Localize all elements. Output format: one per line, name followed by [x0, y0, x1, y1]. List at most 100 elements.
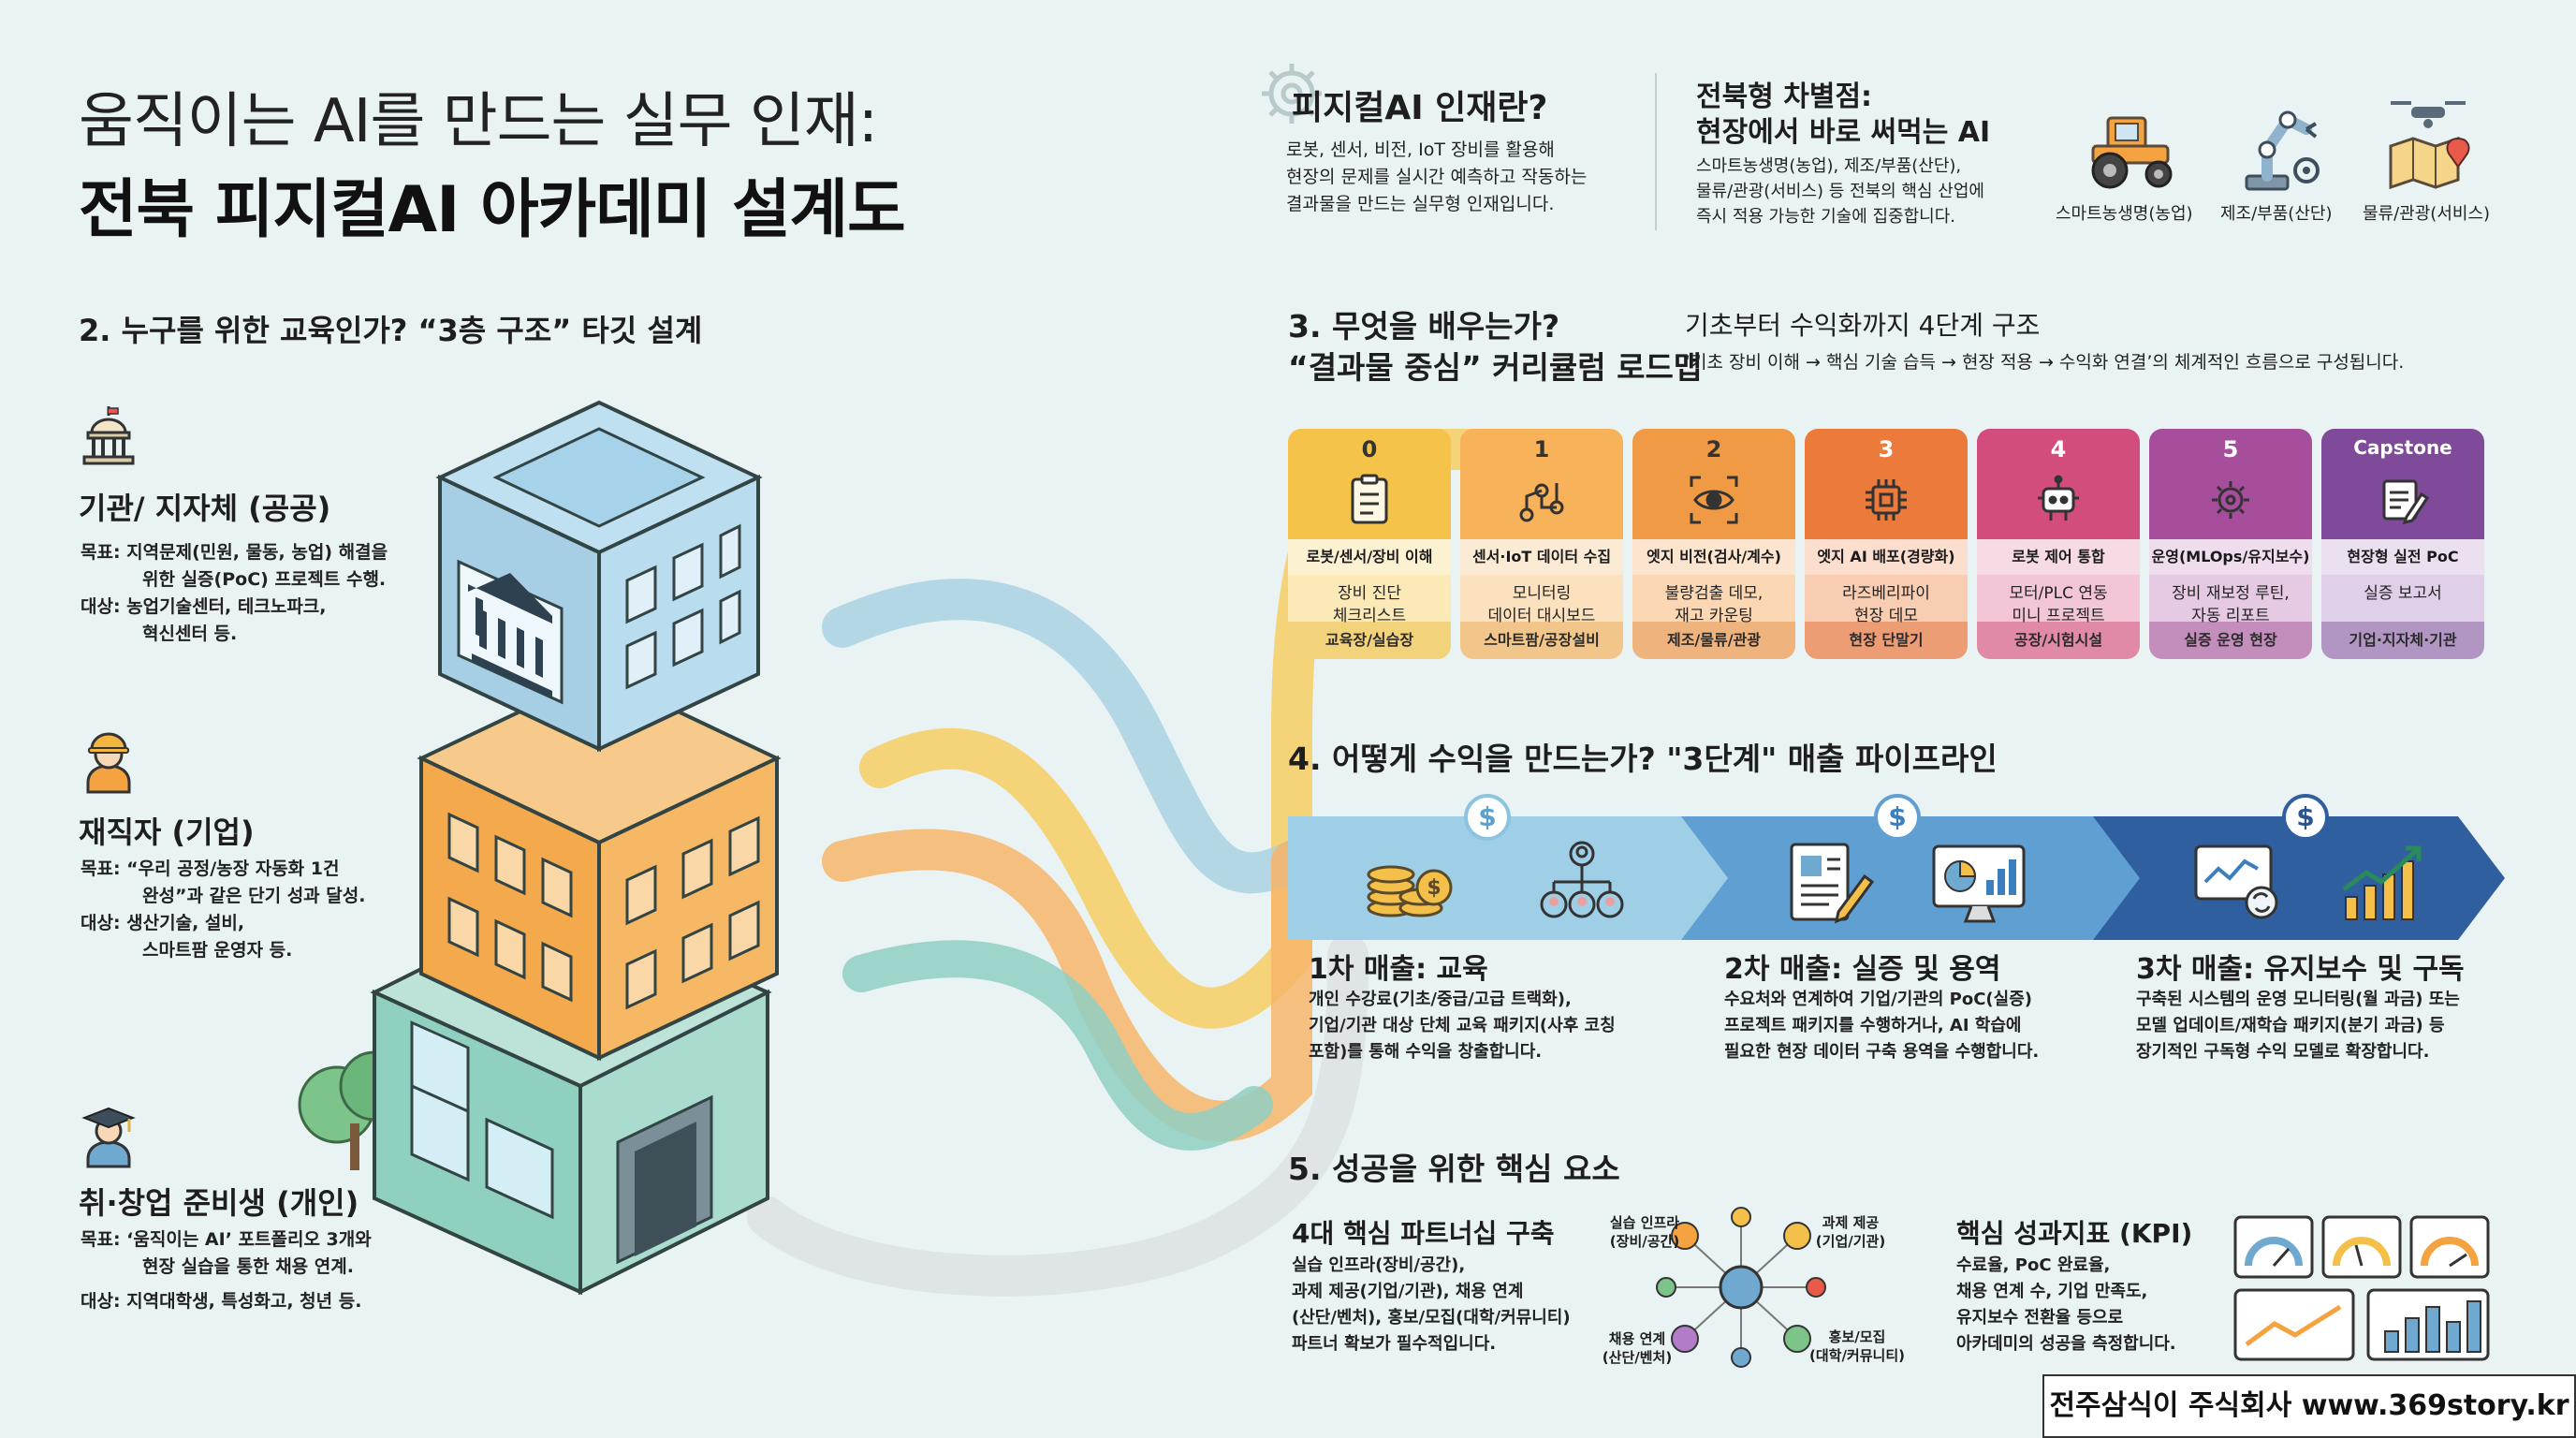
page-title-line2: 전북 피지컬AI 아카데미 설계도	[79, 173, 906, 247]
card-place: 실증 운영 현장	[2184, 631, 2277, 649]
section3-heading1: 3. 무엇을 배우는가?	[1288, 308, 1560, 345]
target-title-worker: 재직자 (기업)	[79, 814, 255, 850]
partner-node-task: 과제 제공(기업/기관)	[1815, 1214, 1886, 1250]
card-place: 기업·지자체·기관	[2349, 631, 2457, 649]
stage1-title: 1차 매출: 교육	[1309, 953, 1488, 986]
building-illustration	[281, 374, 1741, 1311]
card-step-icon	[2030, 472, 2086, 528]
differentiator-heading1: 전북형 차별점:	[1696, 81, 1873, 113]
card-step-number: 1	[1533, 436, 1550, 462]
page-title-line1: 움직이는 AI를 만드는 실무 인재:	[79, 87, 878, 156]
definition-heading: 피지컬AI 인재란?	[1292, 89, 1548, 127]
section5-heading: 5. 성공을 위한 핵심 요소	[1288, 1151, 1620, 1187]
target-title-government: 기관/ 지자체 (공공)	[79, 491, 331, 526]
card-module-name: 엣지 AI 배포(경량화)	[1805, 539, 1968, 575]
monitor-chart-icon	[1928, 839, 2031, 929]
svg-text:$: $	[1427, 876, 1441, 900]
card-output: 실증 보고서	[2364, 584, 2442, 603]
card-step-number: 0	[1361, 436, 1378, 462]
card-output: 불량검출 데모,재고 카운팅	[1664, 584, 1764, 625]
partner-node-promo: 홍보/모집(대학/커뮤니티)	[1809, 1328, 1905, 1364]
industry-label-logistics: 물류/관광(서비스)	[2363, 204, 2491, 224]
target-title-student: 취·창업 준비생 (개인)	[79, 1185, 359, 1221]
section4-heading: 4. 어떻게 수익을 만드는가? "3단계" 매출 파이프라인	[1288, 741, 1998, 777]
section2-heading: 2. 누구를 위한 교육인가? “3층 구조” 타깃 설계	[79, 313, 703, 348]
section3-heading2: “결과물 중심” 커리큘럼 로드맵	[1288, 349, 1703, 386]
card-place: 교육장/실습장	[1325, 631, 1414, 649]
card-step-number: 5	[2222, 436, 2239, 462]
card-step-icon	[1686, 472, 1742, 528]
card-step-icon	[1514, 472, 1570, 528]
card-step-number: 3	[1878, 436, 1895, 462]
stage1-desc: 개인 수강료(기초/중급/고급 트랙화),기업/기관 대상 단체 교육 패키지(…	[1309, 990, 1616, 1062]
partner-node-infra: 실습 인프라(장비/공간)	[1609, 1214, 1680, 1250]
definition-text: 로봇, 센서, 비전, IoT 장비를 활용해 현장의 문제를 실시간 예측하고…	[1286, 139, 1588, 214]
target-desc-student: 목표: ‘움직이는 AI’ 포트폴리오 3개와 현장 실습을 통한 채용 연계.…	[80, 1229, 372, 1312]
card-place: 제조/물류/관광	[1666, 631, 1761, 649]
robot-arm-icon	[2233, 97, 2327, 195]
worker-helmet-icon	[80, 728, 137, 794]
card-place: 현장 단말기	[1849, 631, 1924, 649]
partners-title: 4대 핵심 파트너십 구축	[1292, 1218, 1555, 1249]
dollar-icon-stage2: $	[1874, 794, 1921, 841]
growth-chart-icon	[2336, 841, 2430, 925]
partner-node-hiring: 채용 연계(산단/벤처)	[1602, 1330, 1673, 1366]
kpi-dashboard-icons	[2232, 1213, 2494, 1367]
partnership-network-diagram	[1647, 1198, 1835, 1376]
document-pen-icon	[1782, 839, 1876, 929]
card-module-name: 운영(MLOps/유지보수)	[2149, 539, 2312, 575]
card-step-icon	[1858, 472, 1914, 528]
coins-icon: $	[1363, 841, 1456, 925]
card-step-number: 4	[2050, 436, 2067, 462]
top-divider	[1655, 73, 1657, 230]
tractor-icon	[2080, 101, 2183, 195]
differentiator-heading2: 현장에서 바로 써먹는 AI	[1696, 116, 1991, 149]
gear-icon	[1254, 56, 1329, 131]
government-icon	[80, 404, 137, 466]
card-output: 장비 재보정 루틴,자동 리포트	[2172, 584, 2290, 625]
drone-map-icon	[2378, 94, 2481, 195]
card-module-name: 로봇 제어 통합	[1977, 539, 2140, 575]
card-step-icon	[1341, 472, 1398, 528]
people-network-icon	[1535, 839, 1629, 927]
section3-subheading: 기초부터 수익화까지 4단계 구조	[1685, 310, 2041, 341]
card-place: 공장/시험시설	[2013, 631, 2103, 649]
stage2-title: 2차 매출: 실증 및 용역	[1724, 953, 2001, 986]
industry-label-agri: 스마트농생명(농업)	[2056, 204, 2193, 224]
stage2-desc: 수요처와 연계하여 기업/기관의 PoC(실증)프로젝트 패키지를 수행하거나,…	[1724, 990, 2040, 1062]
kpi-desc: 수료율, PoC 완료율,채용 연계 수, 기업 만족도,유지보수 전환율 등으…	[1956, 1255, 2176, 1354]
target-desc-worker: 목표: “우리 공정/농장 자동화 1건 완성”과 같은 단기 성과 달성. 대…	[80, 858, 366, 961]
footer-brand: 전주삼식이 주식회사 www.369story.kr	[2042, 1374, 2576, 1438]
stage3-title: 3차 매출: 유지보수 및 구독	[2136, 953, 2465, 986]
card-step-icon	[2203, 472, 2259, 528]
dollar-icon-stage1: $	[1464, 794, 1511, 841]
card-module-name: 현장형 실전 PoC	[2321, 539, 2484, 575]
dollar-icon-stage3: $	[2282, 794, 2329, 841]
card-step-icon	[2375, 472, 2431, 528]
card-step-number: 2	[1705, 436, 1722, 462]
partners-desc: 실습 인프라(장비/공간),과제 제공(기업/기관), 채용 연계(산단/벤처)…	[1292, 1255, 1571, 1354]
monitor-cycle-icon	[2190, 841, 2284, 925]
graduate-icon	[80, 1103, 137, 1168]
card-module-name: 로봇/센서/장비 이해	[1288, 539, 1451, 575]
kpi-title: 핵심 성과지표 (KPI)	[1956, 1218, 2193, 1249]
card-step-number: Capstone	[2353, 436, 2452, 459]
card-place: 스마트팜/공장설비	[1484, 631, 1600, 649]
card-module-name: 엣지 비전(검사/계수)	[1632, 539, 1795, 575]
card-module-name: 센서·IoT 데이터 수집	[1460, 539, 1623, 575]
differentiator-text: 스마트농생명(농업), 제조/부품(산단), 물류/관광(서비스) 등 전북의 …	[1696, 156, 1984, 227]
target-desc-government: 목표: 지역문제(민원, 물동, 농업) 해결을 위한 실증(PoC) 프로젝트…	[80, 542, 388, 644]
industry-label-mfg: 제조/부품(산단)	[2220, 204, 2333, 224]
